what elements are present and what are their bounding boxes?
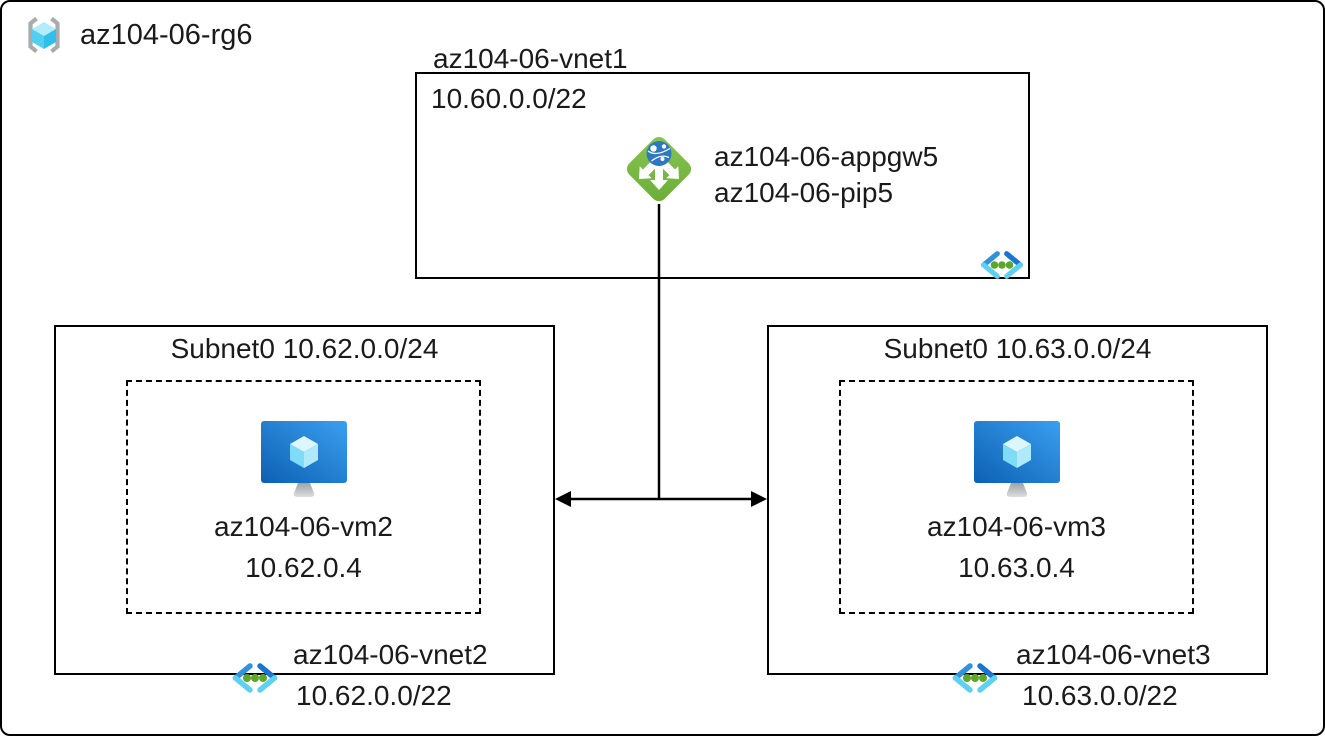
vm-name-label: az104-06-vm3	[927, 511, 1106, 542]
vnet-peering-icon	[977, 249, 1027, 281]
vm-name-label: az104-06-vm2	[214, 511, 393, 542]
vnet-name-label: az104-06-vnet3	[1016, 639, 1211, 670]
resource-group-header: az104-06-rg6	[22, 13, 253, 57]
subnet-dashed-boundary	[839, 380, 1194, 614]
subnet-title: Subnet0 10.62.0.0/24	[170, 333, 439, 364]
vnet1-cidr: 10.60.0.0/22	[431, 83, 587, 114]
vm-ip-label: 10.63.0.4	[958, 552, 1075, 583]
vnet1-title: az104-06-vnet1	[433, 43, 628, 74]
subnet-box-vnet2: Subnet0 10.62.0.0/24 az104-06-vm2 10.62.…	[54, 325, 555, 711]
subnet-dashed-boundary	[126, 380, 481, 614]
arrowhead-right-icon	[751, 491, 767, 507]
subnet-box-vnet3: Subnet0 10.63.0.0/24 az104-06-vm3 10.63.…	[767, 325, 1268, 711]
vnet-peering-icon	[229, 661, 281, 695]
appgw-name-label: az104-06-appgw5	[714, 141, 939, 172]
application-gateway-icon	[626, 136, 692, 202]
vm-ip-label: 10.62.0.4	[245, 552, 362, 583]
arrowhead-left-icon	[555, 491, 571, 507]
pip-name-label: az104-06-pip5	[714, 177, 894, 208]
appgw-labels: az104-06-appgw5 az104-06-pip5	[714, 139, 938, 211]
vnet-name-label: az104-06-vnet2	[293, 639, 488, 670]
resource-group-icon	[28, 16, 60, 54]
vnet1-box: az104-06-vnet1 10.60.0.0/22 az104-06-app…	[415, 43, 1030, 281]
subnet-title: Subnet0 10.63.0.0/24	[883, 333, 1152, 364]
vm-icon	[261, 421, 347, 499]
resource-group-label: az104-06-rg6	[80, 18, 253, 51]
vm-icon	[974, 421, 1060, 499]
vnet-peering-icon	[949, 661, 1001, 695]
vnet-cidr-label: 10.63.0.0/22	[1022, 680, 1178, 711]
vnet-cidr-label: 10.62.0.0/22	[296, 680, 452, 711]
